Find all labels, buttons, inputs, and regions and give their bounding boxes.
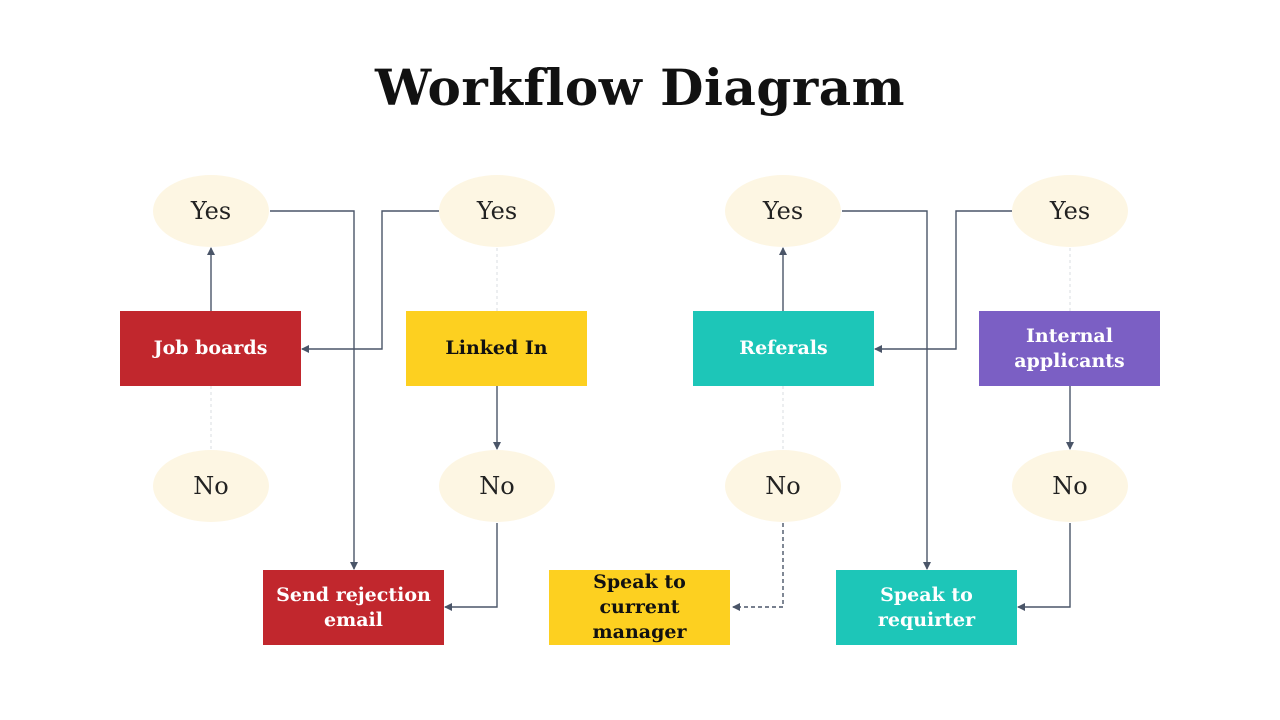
- connector-yes1-to-rejection: [270, 210, 358, 570]
- box-speak-to-current-manager: Speak to current manager: [549, 570, 730, 645]
- connector-yes3-to-requirter: [842, 210, 931, 570]
- box-internal-applicants: Internal applicants: [979, 311, 1160, 386]
- oval-no-1: No: [153, 450, 269, 522]
- connector-yes4-to-referals: [874, 210, 1012, 353]
- oval-yes-4: Yes: [1012, 175, 1128, 247]
- box-send-rejection-email: Send rejection email: [263, 570, 444, 645]
- oval-yes-2: Yes: [439, 175, 555, 247]
- oval-yes-3: Yes: [725, 175, 841, 247]
- box-speak-to-requirter: Speak to requirter: [836, 570, 1017, 645]
- oval-no-3: No: [725, 450, 841, 522]
- oval-no-2: No: [439, 450, 555, 522]
- box-job-boards: Job boards: [120, 311, 301, 386]
- box-referals: Referals: [693, 311, 874, 386]
- connector-no2-to-rejection: [444, 523, 498, 611]
- oval-no-4: No: [1012, 450, 1128, 522]
- diagram-title: Workflow Diagram: [374, 58, 906, 117]
- connector-yes2-to-jobboards: [301, 210, 439, 353]
- box-linked-in: Linked In: [406, 311, 587, 386]
- connector-no4-to-requirter: [1017, 523, 1071, 611]
- connector-no3-to-manager: [732, 523, 784, 611]
- oval-yes-1: Yes: [153, 175, 269, 247]
